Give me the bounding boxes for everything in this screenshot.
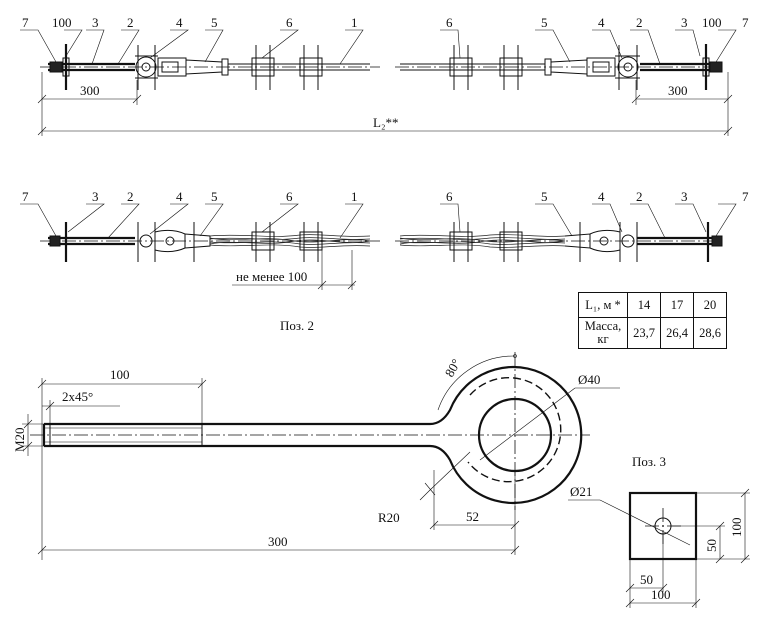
length-17: 17 (660, 292, 694, 318)
side-callout-3-left: 3 (92, 189, 99, 204)
side-callout-4-left: 4 (176, 189, 183, 204)
side-callout-4-right: 4 (598, 189, 605, 204)
length-20: 20 (693, 292, 727, 318)
pos2-title: Поз. 2 (280, 318, 314, 333)
top-callout-6-right: 6 (446, 15, 453, 30)
mass-label-2: кг (597, 332, 609, 346)
pos2-dim-52: 52 (466, 509, 479, 524)
top-callout-5-right: 5 (541, 15, 548, 30)
pos2-diameter: Ø40 (578, 372, 600, 387)
top-callout-5-left: 5 (211, 15, 218, 30)
top-callout-4-right: 4 (598, 15, 605, 30)
spec-table: L₁, м * 14 17 20 Масса,кг 23,7 26,4 28,6 (578, 292, 727, 349)
top-callout-7-left: 7 (22, 15, 29, 30)
pos2-dim-100: 100 (110, 367, 130, 382)
pos3-title: Поз. 3 (632, 454, 666, 469)
pos2-chamfer: 2х45° (62, 389, 93, 404)
pos3-hole: Ø21 (570, 484, 592, 499)
top-callout-3-right: 3 (681, 15, 688, 30)
pos3-dim-50-h: 50 (640, 572, 653, 587)
side-view (20, 203, 737, 290)
mass-23-7: 23,7 (627, 317, 661, 349)
length-label: L₁, м * (578, 292, 628, 318)
top-callout-2-right: 2 (636, 15, 643, 30)
side-dim-min-100: не менее 100 (236, 269, 307, 284)
side-callout-5-left: 5 (211, 189, 218, 204)
side-callout-5-right: 5 (541, 189, 548, 204)
top-callout-100-left: 100 (52, 15, 72, 30)
top-callout-100-right: 100 (702, 15, 722, 30)
cable-strands-right (399, 234, 566, 248)
pos2-drawing (22, 352, 620, 560)
top-callout-1: 1 (351, 15, 358, 30)
pos2-radius: R20 (378, 510, 400, 525)
side-callout-1: 1 (351, 189, 358, 204)
side-callout-7-right: 7 (742, 189, 749, 204)
top-callout-3-left: 3 (92, 15, 99, 30)
pos3-dim-100-v: 100 (729, 518, 744, 538)
mass-label: Масса,кг (578, 317, 628, 349)
pos2-thread: М20 (12, 427, 27, 452)
top-dim-300-right: 300 (668, 83, 688, 98)
pos3-drawing (568, 488, 750, 608)
side-callout-7-left: 7 (22, 189, 29, 204)
top-callout-7-right: 7 (742, 15, 749, 30)
top-callout-6-left: 6 (286, 15, 293, 30)
mass-26-4: 26,4 (660, 317, 694, 349)
top-dim-total: L₂** (373, 115, 398, 130)
side-callout-6-left: 6 (286, 189, 293, 204)
top-callout-4-left: 4 (176, 15, 183, 30)
side-callout-2-left: 2 (127, 189, 134, 204)
side-callout-2-right: 2 (636, 189, 643, 204)
mass-28-6: 28,6 (693, 317, 727, 349)
pos3-dim-100-h: 100 (651, 587, 671, 602)
table-row-mass: Масса,кг 23,7 26,4 28,6 (578, 317, 727, 349)
side-callout-3-right: 3 (681, 189, 688, 204)
top-view (20, 29, 737, 136)
pos2-dim-300: 300 (268, 534, 288, 549)
top-callout-2-left: 2 (127, 15, 134, 30)
side-callout-6-right: 6 (446, 189, 453, 204)
top-dim-300-left: 300 (80, 83, 100, 98)
pos3-dim-50-v: 50 (704, 539, 719, 552)
length-14: 14 (627, 292, 661, 318)
mass-label-1: Масса, (584, 319, 622, 333)
table-row-length: L₁, м * 14 17 20 (578, 292, 727, 318)
